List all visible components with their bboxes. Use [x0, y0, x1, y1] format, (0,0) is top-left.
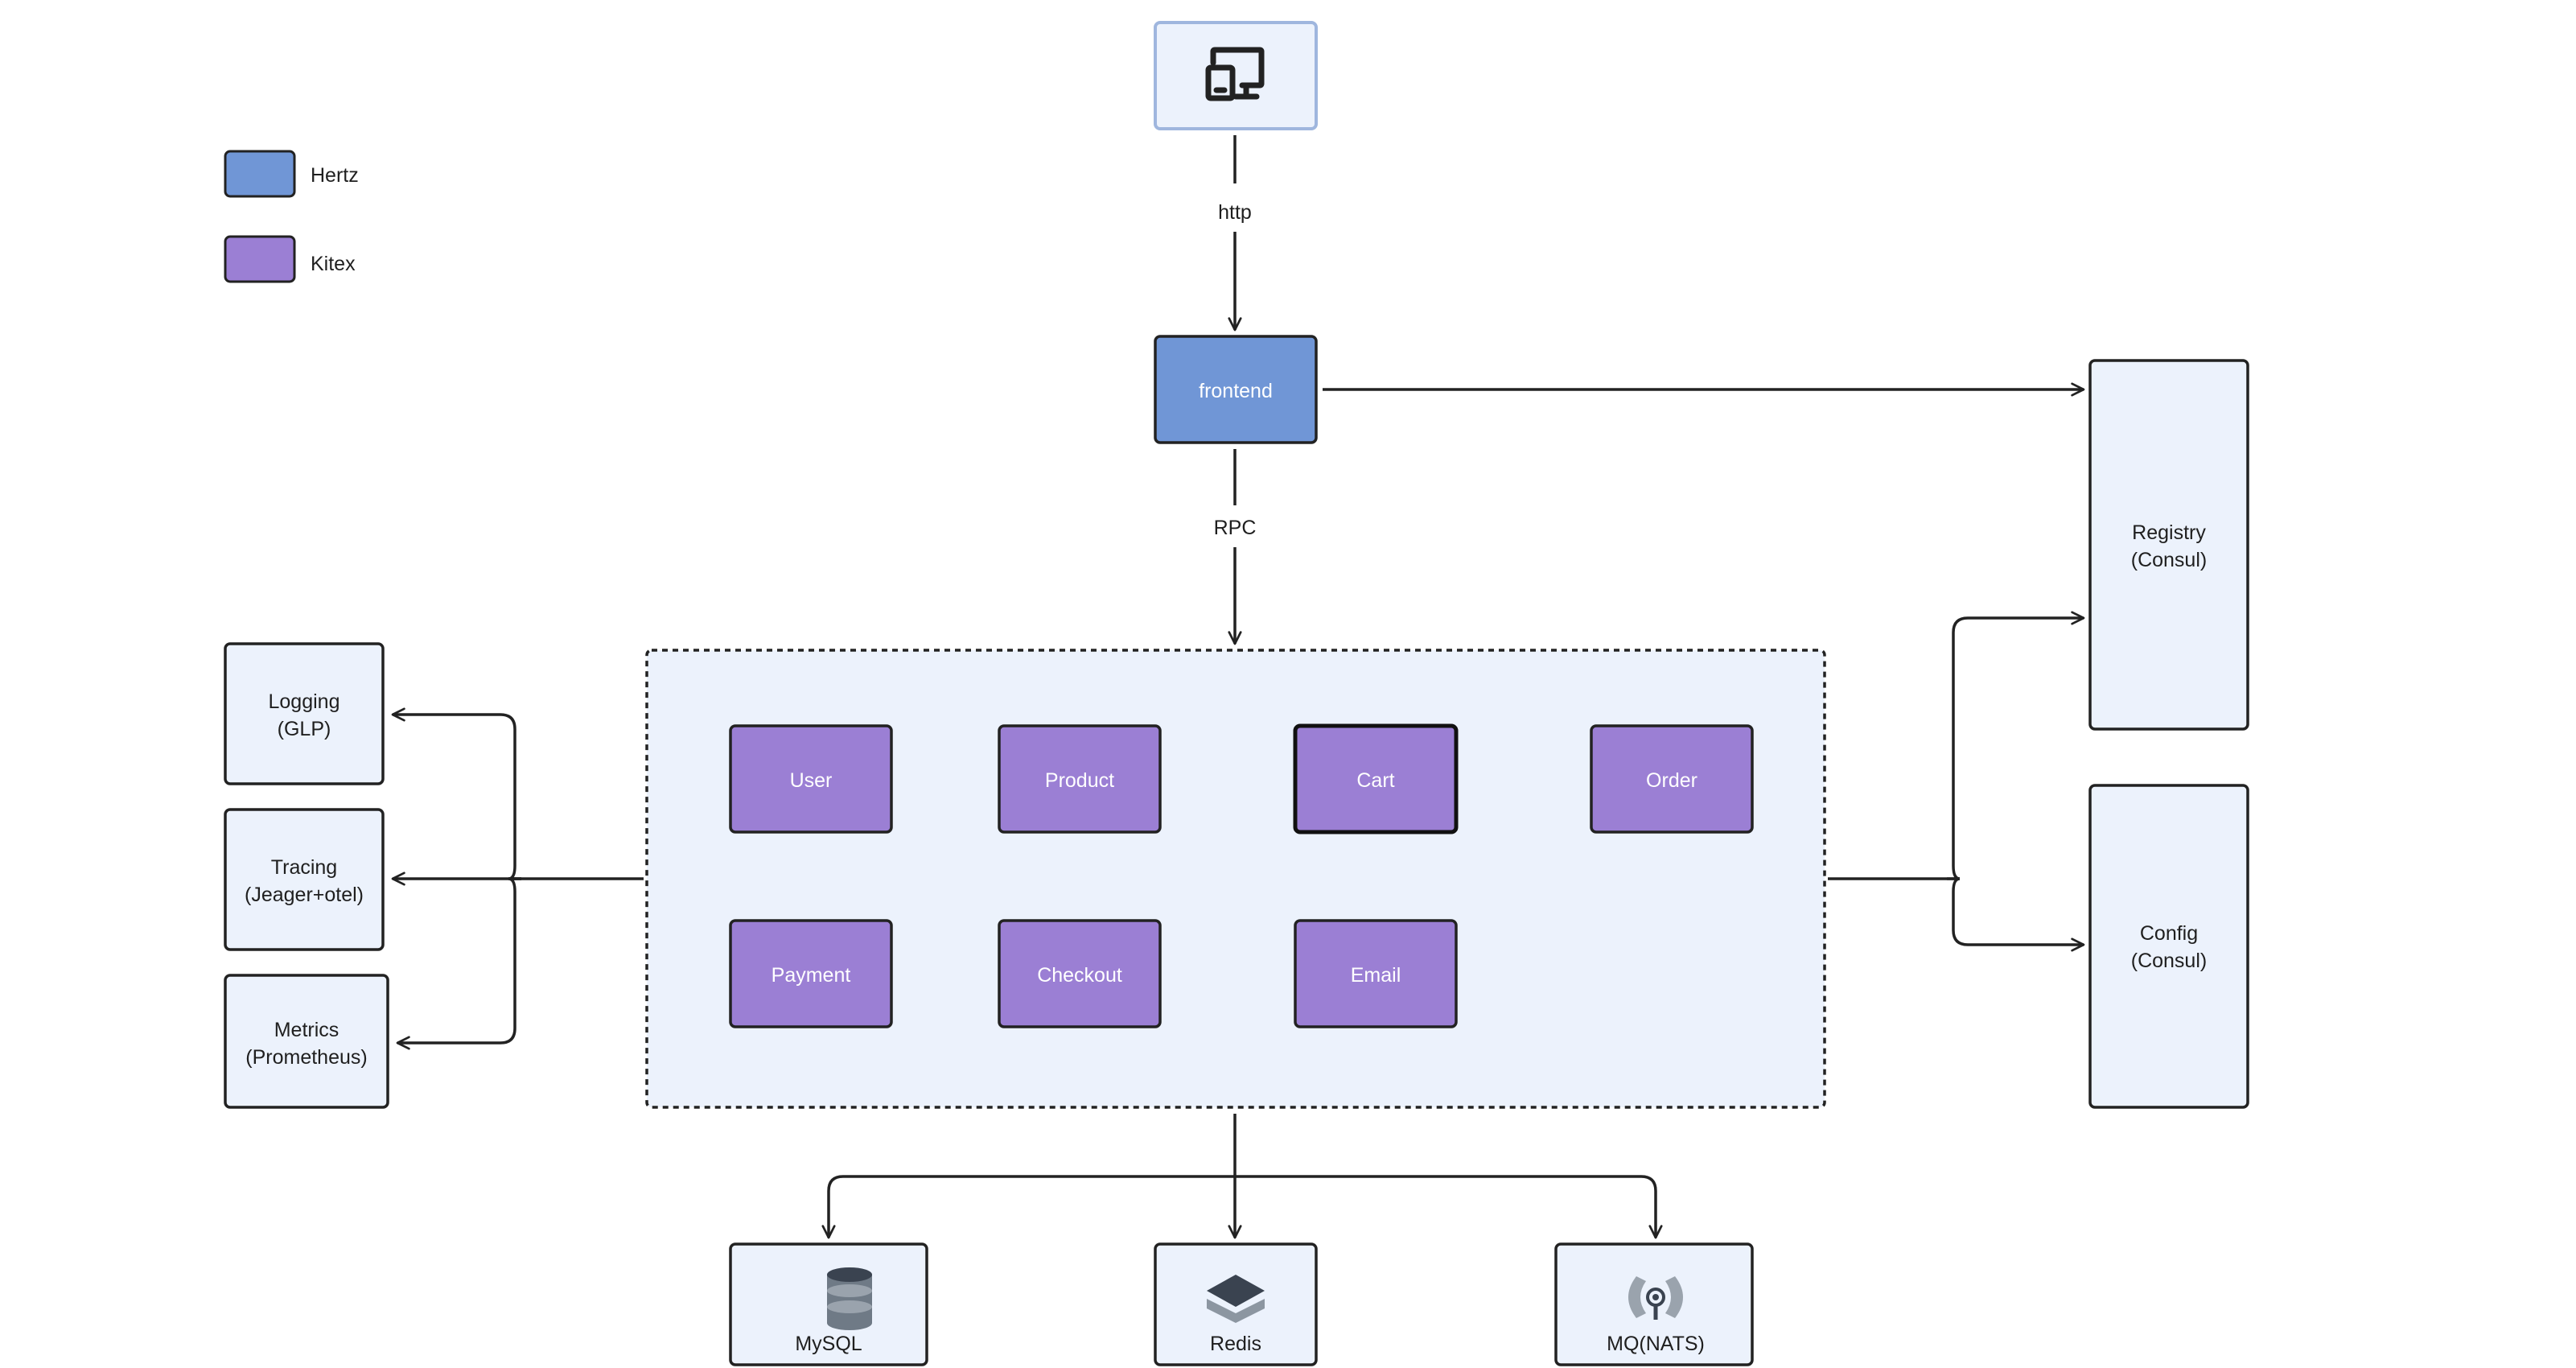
service-label: Checkout — [1037, 964, 1122, 987]
legend-swatch-kitex — [224, 235, 296, 283]
legend: Hertz Kitex — [224, 150, 359, 283]
service-email: Email — [1294, 919, 1458, 1028]
mq-label: MQ(NATS) — [1607, 1333, 1705, 1355]
edge-label-rpc: RPC — [1214, 517, 1257, 539]
edge-label-http: http — [1218, 201, 1252, 224]
legend-swatch-hertz — [224, 150, 296, 198]
mysql-node: MySQL — [729, 1242, 928, 1366]
metrics-node: Metrics (Prometheus) — [224, 974, 389, 1109]
config-node: Config (Consul) — [2088, 784, 2249, 1109]
service-product: Product — [998, 724, 1162, 834]
devices-icon — [1205, 47, 1265, 101]
registry-node: Registry (Consul) — [2088, 359, 2249, 731]
service-label: Payment — [772, 964, 851, 987]
service-label: User — [790, 769, 833, 792]
frontend-label: frontend — [1199, 380, 1273, 402]
edge-client-frontend: http — [1218, 135, 1252, 332]
tracing-node: Tracing (Jeager+otel) — [224, 808, 385, 951]
legend-label-hertz: Hertz — [311, 164, 359, 187]
edge-services-observability — [391, 707, 644, 1050]
service-label: Product — [1045, 769, 1114, 792]
service-user: User — [729, 724, 893, 834]
redis-label: Redis — [1210, 1333, 1261, 1355]
service-cart: Cart — [1293, 723, 1459, 834]
metrics-label-2: (Prometheus) — [245, 1046, 367, 1069]
stack-layers-icon — [1207, 1275, 1265, 1323]
service-order: Order — [1590, 724, 1754, 834]
services-panel — [645, 649, 1826, 1109]
service-label: Cart — [1356, 769, 1394, 792]
config-label-2: (Consul) — [2131, 950, 2207, 972]
mq-node: MQ(NATS) — [1554, 1242, 1754, 1366]
edge-services-storage — [821, 1114, 1663, 1239]
database-icon — [827, 1267, 872, 1330]
legend-label-kitex: Kitex — [311, 253, 356, 275]
service-checkout: Checkout — [998, 919, 1162, 1028]
tracing-label-2: (Jeager+otel) — [245, 884, 364, 906]
service-label: Email — [1351, 964, 1401, 987]
logging-node: Logging (GLP) — [224, 642, 385, 785]
broadcast-icon — [1628, 1276, 1683, 1320]
registry-label-1: Registry — [2132, 521, 2206, 544]
registry-label-2: (Consul) — [2131, 549, 2207, 571]
edge-frontend-services: RPC — [1214, 449, 1257, 645]
tracing-label-1: Tracing — [271, 856, 337, 879]
logging-label-1: Logging — [269, 690, 340, 713]
metrics-label-1: Metrics — [274, 1019, 339, 1041]
service-label: Order — [1646, 769, 1697, 792]
config-label-1: Config — [2140, 922, 2198, 945]
service-payment: Payment — [729, 919, 893, 1028]
logging-label-2: (GLP) — [278, 718, 331, 740]
client-node — [1154, 21, 1318, 130]
redis-node: Redis — [1154, 1242, 1318, 1366]
mysql-label: MySQL — [795, 1333, 862, 1355]
frontend-node: frontend — [1154, 335, 1318, 444]
edge-services-registry-config — [1828, 611, 2085, 952]
